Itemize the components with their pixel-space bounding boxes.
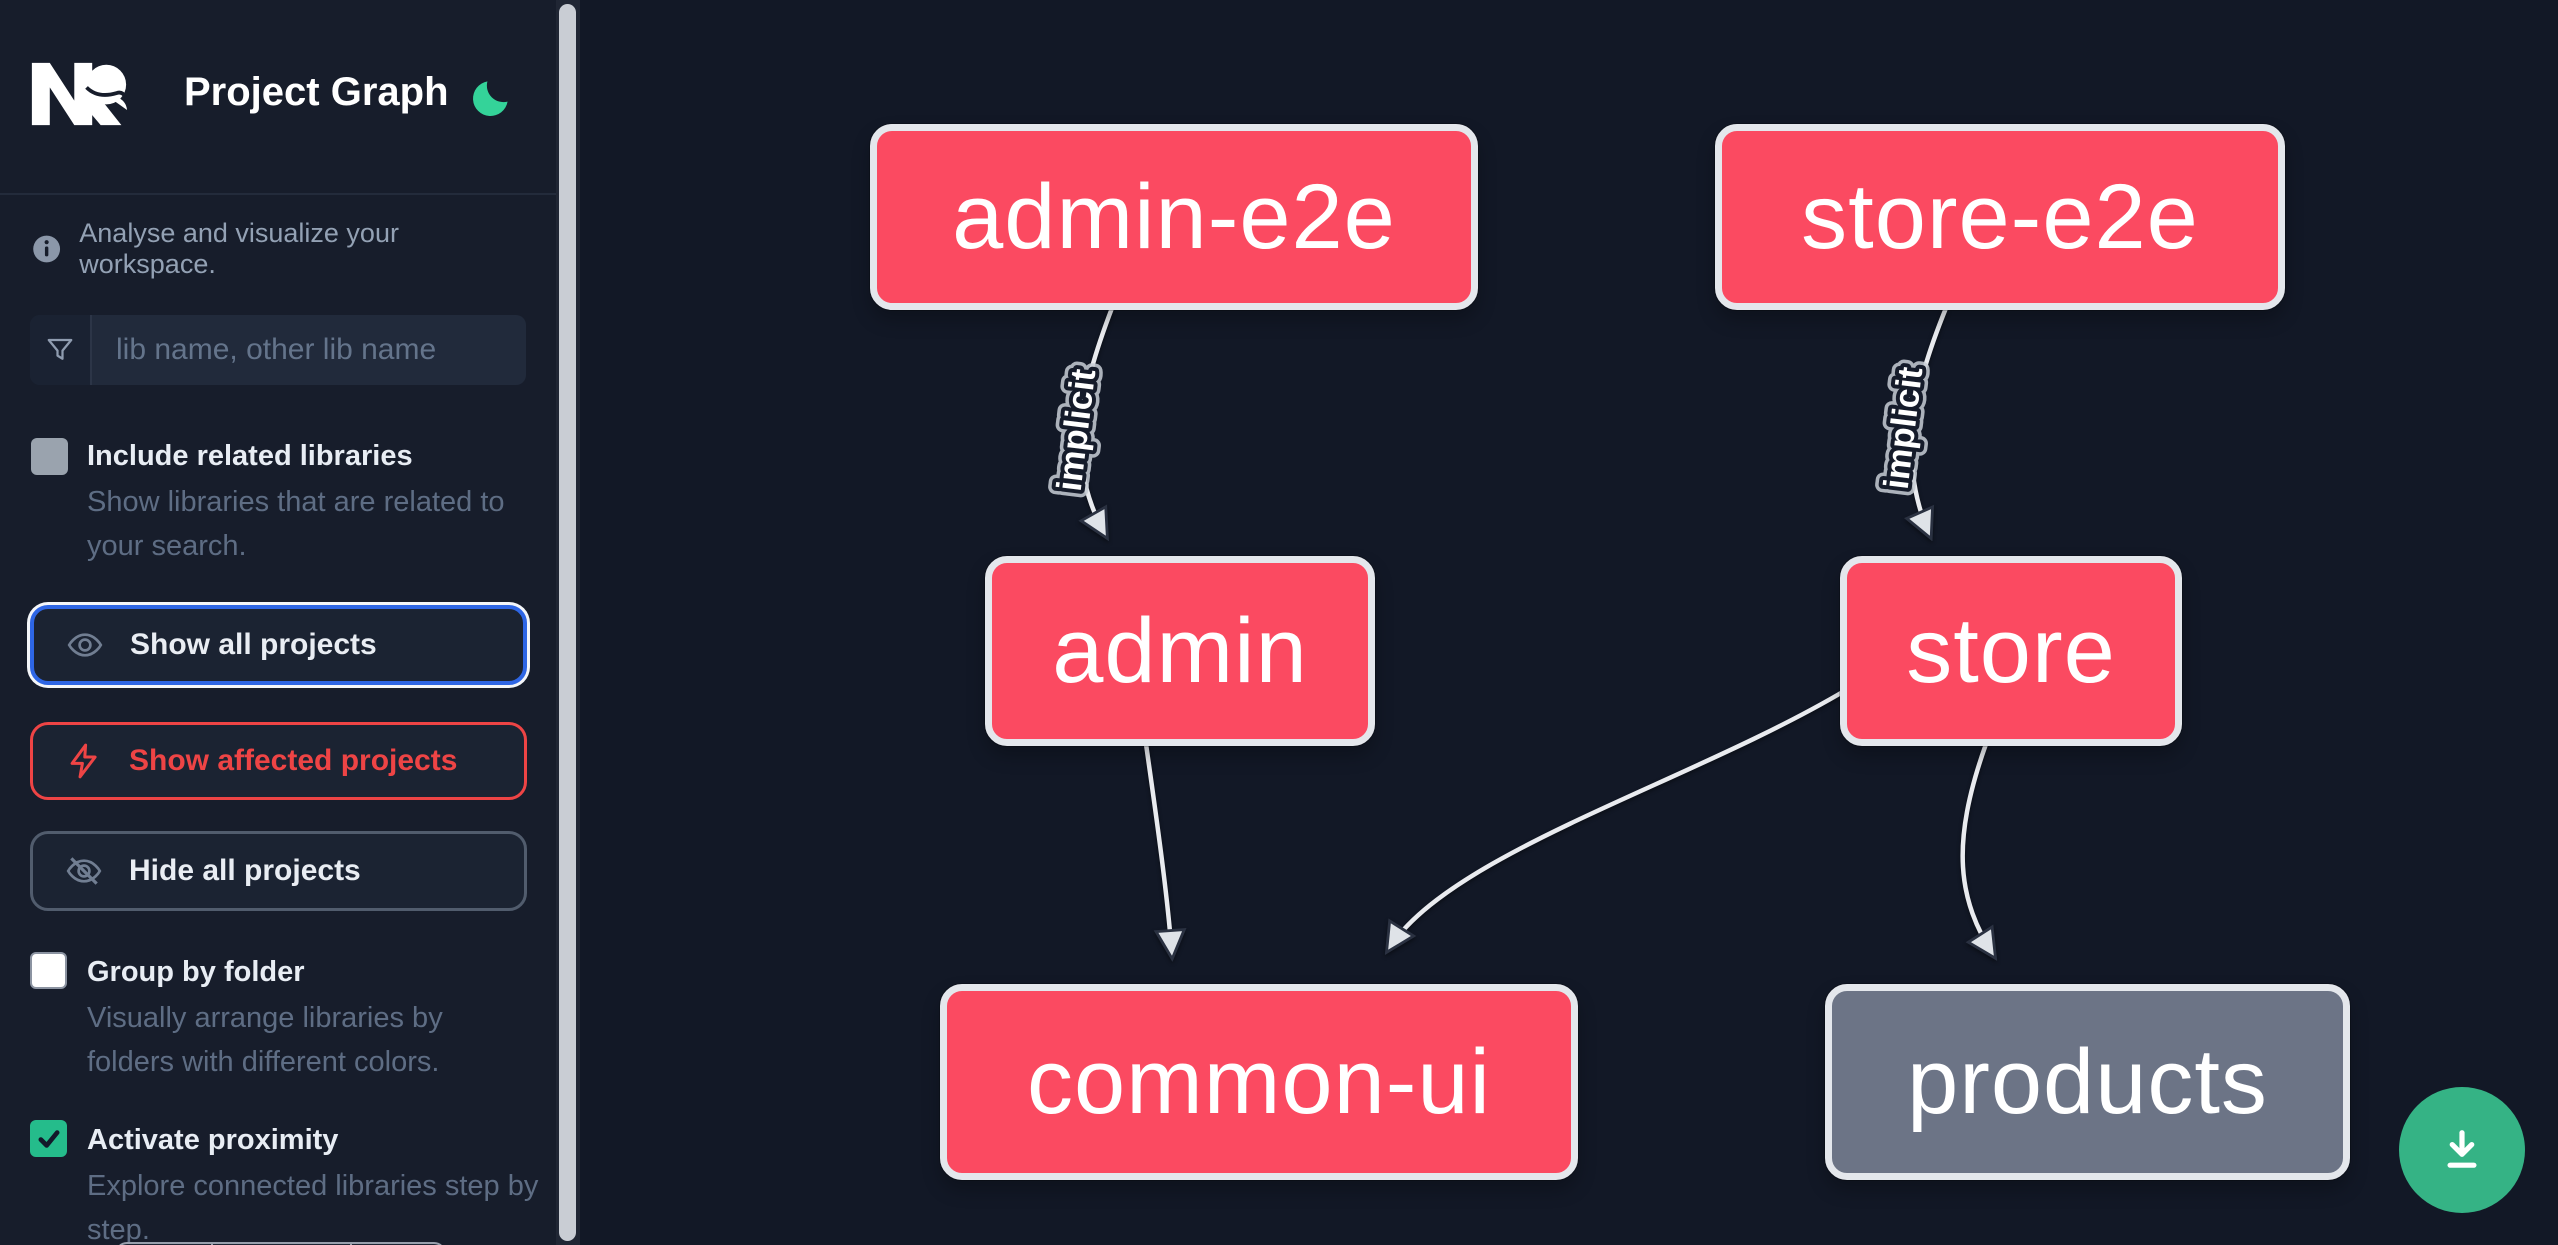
include-related-label: Include related libraries	[87, 440, 413, 472]
graph-node-admin[interactable]: admin	[985, 556, 1375, 746]
moon-icon	[473, 81, 508, 116]
node-label: store	[1906, 599, 2116, 702]
eye-off-icon	[66, 857, 102, 885]
graph-node-admin-e2e[interactable]: admin-e2e	[870, 124, 1478, 310]
nx-logo	[31, 62, 128, 126]
check-icon	[38, 1129, 60, 1148]
group-by-folder-description: Visually arrange libraries by folders wi…	[87, 1002, 443, 1078]
include-related-description: Show libraries that are related to your …	[87, 486, 505, 562]
info-row: Analyse and visualize your workspace.	[32, 218, 532, 280]
group-by-folder-label: Group by folder	[87, 956, 305, 988]
sidebar: Project Graph Analyse and visualize your…	[0, 0, 556, 1245]
node-label: products	[1907, 1030, 2268, 1133]
page-title: Project Graph	[184, 70, 449, 114]
show-affected-projects-button[interactable]: Show affected projects	[30, 722, 527, 800]
edge-store-to-products	[1960, 743, 1994, 956]
hide-all-projects-button[interactable]: Hide all projects	[30, 831, 527, 911]
node-label: store-e2e	[1801, 165, 2199, 268]
download-icon	[2447, 1130, 2477, 1168]
activate-proximity-checkbox[interactable]	[30, 1120, 67, 1157]
svg-text:implicit: implicit	[1877, 365, 1931, 492]
theme-toggle-button[interactable]	[470, 74, 516, 120]
show-affected-projects-label: Show affected projects	[129, 744, 458, 777]
eye-icon	[67, 633, 103, 657]
graph-node-store[interactable]: store	[1840, 556, 2182, 746]
group-by-folder-checkbox[interactable]	[30, 952, 67, 989]
workspace-info-text: Analyse and visualize your workspace.	[79, 218, 399, 279]
node-label: admin-e2e	[952, 165, 1396, 268]
filter-icon-cell	[30, 315, 92, 385]
edge-store-to-common-ui	[1388, 688, 1848, 950]
download-image-button[interactable]	[2399, 1087, 2525, 1213]
hide-all-projects-label: Hide all projects	[129, 854, 361, 887]
edge-label-implicit-2: implicit implicit implicit	[1869, 357, 1938, 499]
show-all-projects-button[interactable]: Show all projects	[30, 605, 527, 685]
info-icon	[33, 235, 61, 263]
funnel-icon	[47, 338, 73, 360]
search-input[interactable]	[92, 315, 526, 385]
edge-store-e2e-to-store	[1912, 307, 1949, 536]
graph-node-common-ui[interactable]: common-ui	[940, 984, 1578, 1180]
node-label: admin	[1052, 599, 1308, 702]
svg-text:implicit: implicit	[1050, 367, 1104, 494]
header-divider	[0, 193, 556, 195]
bolt-icon	[70, 743, 97, 779]
activate-proximity-description: Explore connected libraries step by step…	[87, 1170, 539, 1245]
search-box	[30, 315, 526, 385]
edge-label-implicit-1: implicit implicit implicit	[1042, 359, 1111, 501]
sidebar-scrollbar-thumb[interactable]	[559, 4, 576, 1241]
edge-admin-to-common-ui	[1143, 743, 1172, 956]
edge-admin-e2e-to-admin	[1081, 307, 1115, 536]
show-all-projects-label: Show all projects	[130, 628, 377, 661]
node-label: common-ui	[1026, 1030, 1491, 1133]
activate-proximity-label: Activate proximity	[87, 1124, 339, 1156]
include-related-checkbox[interactable]	[31, 438, 68, 475]
graph-node-store-e2e[interactable]: store-e2e	[1715, 124, 2285, 310]
sidebar-scrollbar-track[interactable]	[556, 0, 580, 1245]
graph-node-products[interactable]: products	[1825, 984, 2350, 1180]
